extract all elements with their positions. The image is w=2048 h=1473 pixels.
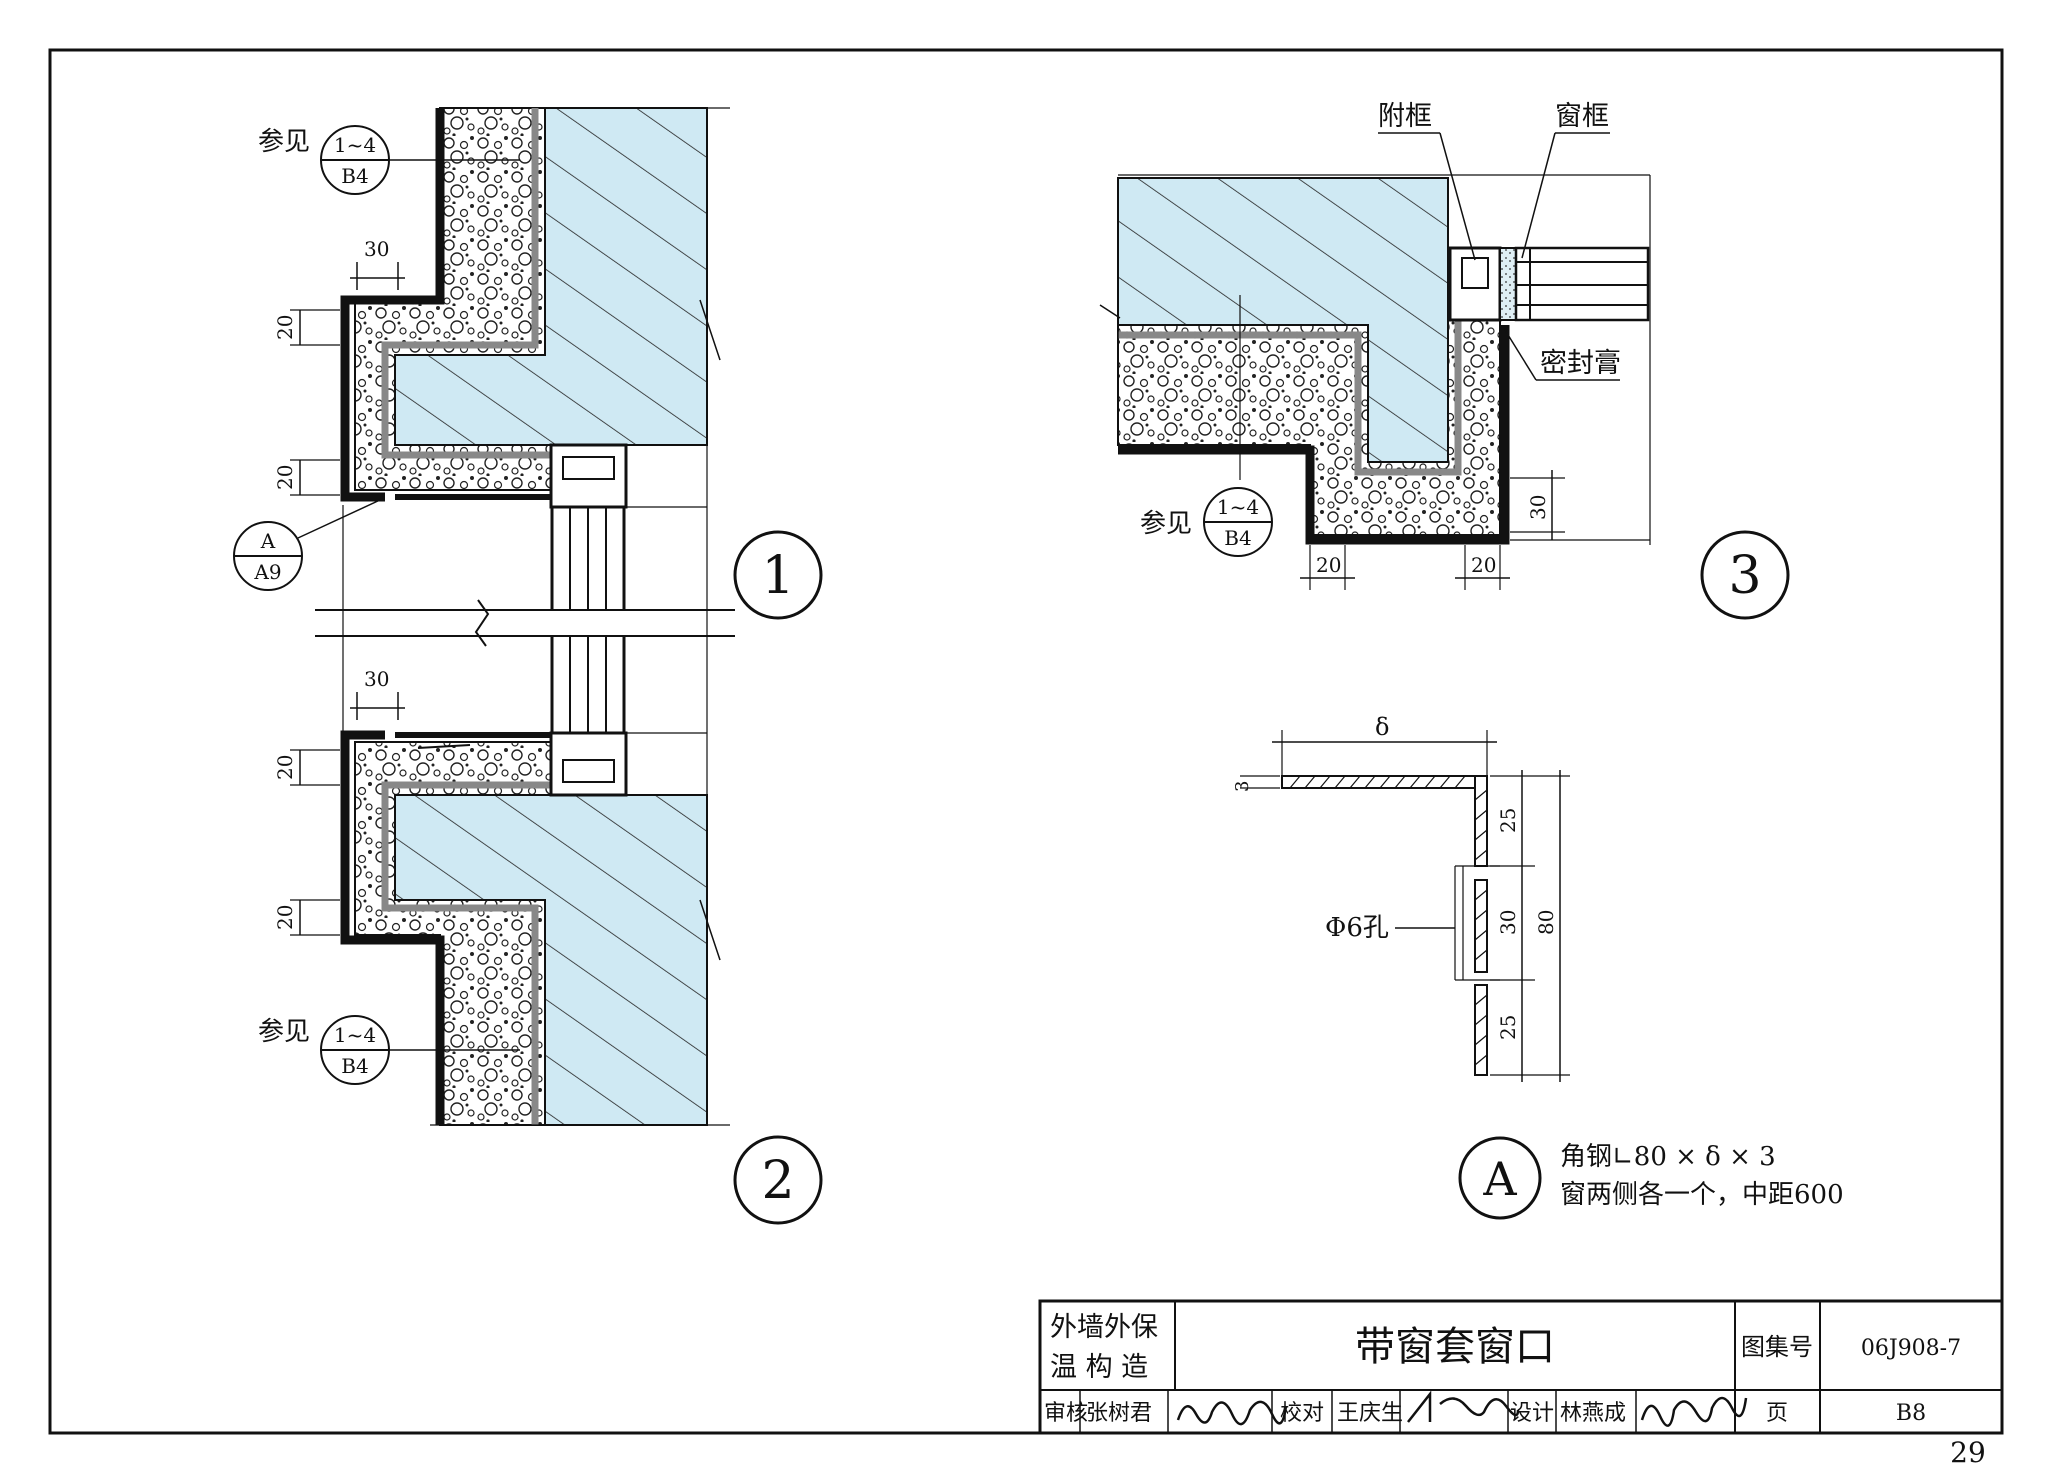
plaster-layer-lower	[381, 781, 555, 1125]
note-a-line2: 窗两侧各一个，中距600	[1560, 1180, 1844, 1210]
detail-1-circle	[733, 530, 823, 620]
page-label: 页	[1766, 1401, 1788, 1426]
dim-80: 80	[1534, 910, 1558, 935]
finish-layer-upper	[340, 108, 445, 502]
detail-3-circle	[1700, 530, 1790, 620]
dim-30-lower: 30	[350, 667, 405, 720]
ref-callout-a9: A A9	[233, 499, 381, 591]
dim-3-label: 3	[1232, 781, 1253, 792]
detail-3-number: 3	[1728, 546, 1761, 606]
a9-bottom: A9	[253, 560, 281, 584]
label-hole: Φ6孔	[1325, 913, 1389, 943]
note-a-line1: 角钢∟80 × δ × 3	[1560, 1142, 1776, 1172]
sub-frame-lower-inner	[562, 759, 615, 783]
ref-see-3: 参见	[1140, 509, 1192, 539]
ref-see-upper: 参见	[258, 127, 310, 157]
dim-30-mid: 30	[1496, 910, 1520, 935]
page-code: B8	[1896, 1401, 1926, 1426]
detail-a-letter: A	[1482, 1152, 1517, 1206]
checker-signature	[1407, 1390, 1520, 1423]
angle-vertical-leg-bottom	[1474, 984, 1488, 1076]
dim-20-3-left: 20	[1300, 545, 1355, 590]
plaster-layer-upper	[381, 108, 555, 459]
detail-a-circle	[1458, 1136, 1542, 1220]
finish-layer-lower	[340, 730, 445, 1125]
ref-callout-lower: 参见 1~4 B4	[258, 1015, 520, 1085]
dim-25-top: 25	[1496, 808, 1520, 833]
dim-20-b: 20	[273, 465, 297, 490]
page-number: 29	[1950, 1436, 1986, 1469]
ref-lower-bottom: B4	[341, 1054, 368, 1078]
ref-see-lower: 参见	[258, 1017, 310, 1047]
dim-20-d: 20	[273, 905, 297, 930]
designer-signature	[1640, 1396, 1748, 1427]
plaster-layer-3	[1118, 318, 1462, 476]
detail-1-number: 1	[761, 546, 794, 606]
designer-name: 林燕成	[1560, 1401, 1626, 1426]
dim-30-3: 30	[1510, 470, 1565, 540]
reviewer-name: 张树君	[1086, 1401, 1152, 1426]
title-block: 外墙外保 温 构 造 带窗套窗口 图集号 06J908-7 页 B8 审核 张树…	[1038, 1299, 2004, 1435]
detail-3-section: 附框 窗框 密封膏 参见 1~4 B4 20 20	[1099, 101, 1790, 620]
finish-layer-3	[1118, 325, 1510, 545]
dim-20-3-left-label: 20	[1316, 553, 1341, 577]
ref-3-top: 1~4	[1217, 495, 1259, 519]
detail-2-circle	[733, 1135, 823, 1225]
sub-frame-upper-inner	[562, 456, 615, 480]
dim-delta-label: δ	[1375, 713, 1389, 741]
detail-a-section: Φ6孔 δ 3 25 30 25 80 A 角钢∟80 × δ × 3 窗两侧各…	[1232, 713, 1844, 1220]
reviewer-signature	[1176, 1400, 1288, 1426]
review-label: 审核	[1044, 1401, 1088, 1426]
dim-20-c: 20	[273, 755, 297, 780]
checker-name: 王庆生	[1337, 1401, 1403, 1426]
atlas-number: 06J908-7	[1861, 1336, 1961, 1361]
angle-vertical-leg-top	[1474, 775, 1488, 867]
dim-20-set: 20 20 20 20	[273, 309, 340, 936]
check-label: 校对	[1280, 1401, 1324, 1426]
label-window-frame: 窗框	[1555, 101, 1609, 132]
ref-3-bottom: B4	[1224, 526, 1251, 550]
dim-30-upper: 30	[350, 237, 405, 290]
ref-upper-bottom: B4	[341, 164, 368, 188]
ref-callout-upper: 参见 1~4 B4	[258, 125, 520, 195]
label-sealant: 密封膏	[1540, 348, 1621, 379]
label-sub-frame: 附框	[1378, 101, 1432, 132]
category-line1: 外墙外保	[1050, 1312, 1158, 1343]
dim-30-lower-label: 30	[364, 667, 389, 691]
sheet-border	[48, 48, 2004, 1435]
atlas-label: 图集号	[1741, 1333, 1813, 1361]
design-label: 设计	[1510, 1401, 1554, 1426]
a9-top: A	[260, 529, 276, 553]
drawing-title: 带窗套窗口	[1355, 1324, 1555, 1370]
angle-vertical-leg-mid	[1474, 879, 1488, 973]
detail-2-number: 2	[761, 1151, 794, 1211]
dim-20-3-right-label: 20	[1471, 553, 1496, 577]
ref-upper-top: 1~4	[334, 133, 376, 157]
dim-30-upper-label: 30	[364, 237, 389, 261]
ref-lower-top: 1~4	[334, 1023, 376, 1047]
sealant-3	[1499, 247, 1517, 321]
dim-25-bottom: 25	[1496, 1015, 1520, 1040]
dim-20-3-right: 20	[1455, 545, 1510, 590]
category-line2: 温 构 造	[1050, 1352, 1148, 1383]
dim-30-3-label: 30	[1526, 495, 1550, 520]
detail-1-2-section: 30 30 20 20 20 20 参见	[233, 107, 823, 1225]
dim-20-a: 20	[273, 315, 297, 340]
